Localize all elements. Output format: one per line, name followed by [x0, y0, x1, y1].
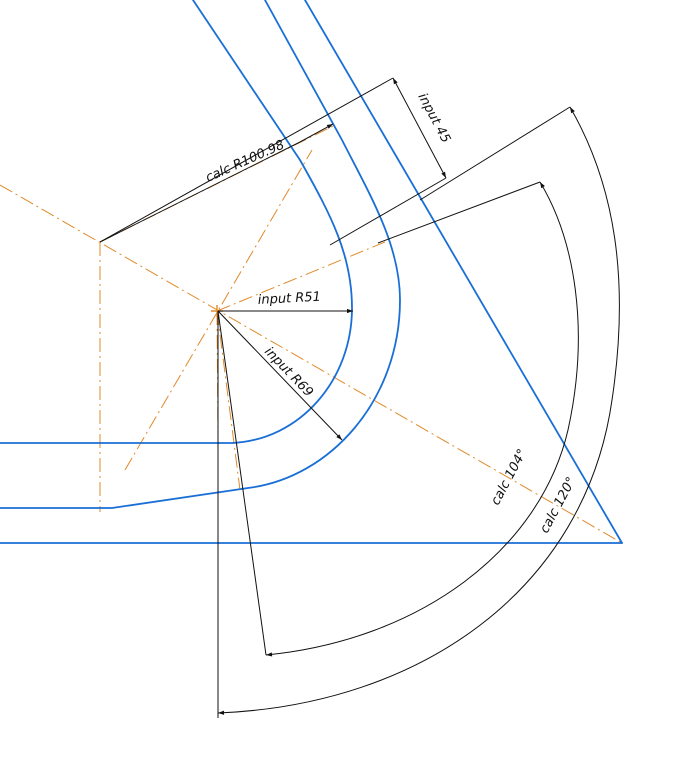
label-calc-120: calc 120°	[537, 475, 579, 536]
outer-bend-profile	[0, 0, 401, 509]
label-input-45: input 45	[414, 91, 453, 146]
label-input-r69: input R69	[261, 344, 316, 400]
label-input-r51: input R51	[257, 290, 321, 308]
dimensions	[99, 77, 620, 718]
dimension-labels: calc R100.98 input 45 input R51 input R6…	[204, 91, 580, 536]
centerlines	[0, 124, 623, 544]
centerline-center-steep	[124, 149, 313, 471]
label-calc-104: calc 104°	[488, 447, 530, 508]
geometry	[0, 0, 623, 544]
dim-104-arc	[265, 181, 579, 657]
slanted-edge-right	[304, 0, 623, 544]
dim-104-ext-lower	[217, 310, 267, 656]
dim-104-ext-upper	[377, 181, 541, 244]
centerline-main-diagonal	[0, 184, 623, 544]
label-calc-r100: calc R100.98	[204, 138, 287, 186]
dim-120-arc	[217, 106, 620, 715]
centerline-center-down-right	[216, 310, 241, 491]
dim-r69-line	[217, 310, 343, 441]
dim-r100-line	[299, 123, 334, 143]
